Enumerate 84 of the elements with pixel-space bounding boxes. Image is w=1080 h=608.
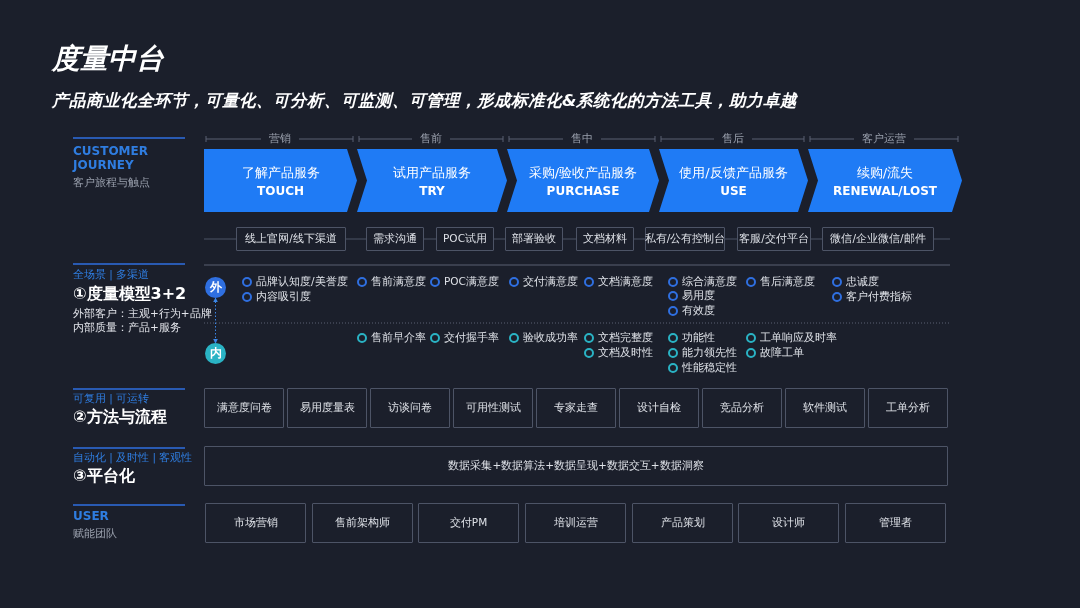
outer-badge: 外 bbox=[205, 277, 226, 298]
journey-stage-banner bbox=[507, 149, 659, 212]
metric-label: 忠诚度 bbox=[846, 275, 879, 289]
stage-subtitle: RENEWAL/LOST bbox=[833, 183, 937, 198]
metric-label: 功能性 bbox=[682, 331, 715, 345]
process-box: 客服/交付平台 bbox=[737, 227, 811, 251]
metric-label: POC满意度 bbox=[444, 275, 499, 289]
inner-badge: 内 bbox=[205, 343, 226, 364]
metric-label: 交付满意度 bbox=[523, 275, 578, 289]
process-box: 可用性测试 bbox=[453, 388, 533, 428]
process-box: 满意度问卷 bbox=[204, 388, 284, 428]
stage-subtitle: USE bbox=[720, 183, 747, 198]
metric-label: 故障工单 bbox=[760, 346, 804, 360]
phase-label: 客户运营 bbox=[854, 131, 914, 146]
journey-stage-banner bbox=[357, 149, 507, 212]
metric-label: 文档及时性 bbox=[598, 346, 653, 360]
metric-label: 售前早介率 bbox=[371, 331, 426, 345]
process-box: 售前架构师 bbox=[312, 503, 413, 543]
section-note: 赋能团队 bbox=[73, 527, 117, 541]
metric-label: 易用度 bbox=[682, 289, 715, 303]
phase-label: 营销 bbox=[260, 131, 299, 146]
stage-title: 了解产品服务 bbox=[241, 163, 320, 182]
metric-label: 能力领先性 bbox=[682, 346, 737, 360]
phase-label: 售前 bbox=[412, 131, 450, 146]
process-box: 易用度量表 bbox=[287, 388, 367, 428]
section-tag: 可复用 | 可运转 bbox=[73, 392, 150, 406]
connector-line bbox=[213, 297, 218, 344]
process-box: 私有/公有控制台 bbox=[645, 227, 725, 251]
metric-label: 性能稳定性 bbox=[682, 361, 737, 375]
metric-label: 交付握手率 bbox=[444, 331, 499, 345]
section-heading: USER bbox=[73, 509, 110, 523]
phase-label: 售后 bbox=[713, 131, 752, 146]
metric-label: 客户付费指标 bbox=[846, 290, 912, 304]
section-tag: 全场景 | 多渠道 bbox=[73, 268, 150, 282]
process-box: 访谈问卷 bbox=[370, 388, 450, 428]
process-box: 数据采集+数据算法+数据呈现+数据交互+数据洞察 bbox=[204, 446, 948, 486]
process-box: POC试用 bbox=[436, 227, 494, 251]
journey-stage-banner bbox=[204, 149, 357, 212]
stage-title: 试用产品服务 bbox=[393, 163, 471, 182]
journey-stage-banner bbox=[808, 149, 962, 212]
phase-label: 售中 bbox=[563, 131, 601, 146]
process-box: 专家走查 bbox=[536, 388, 616, 428]
subtitle: 产品商业化全环节，可量化、可分析、可监测、可管理，形成标准化&系统化的方法工具，助力卓越 bbox=[52, 90, 798, 112]
process-box: 管理者 bbox=[845, 503, 946, 543]
metric-label: 验收成功率 bbox=[523, 331, 578, 345]
process-box: 产品策划 bbox=[632, 503, 733, 543]
stage-title: 使用/反馈产品服务 bbox=[679, 163, 788, 182]
stage-title: 续购/流失 bbox=[856, 163, 914, 182]
section-note: 客户旅程与触点 bbox=[73, 176, 150, 190]
stage-subtitle: TRY bbox=[419, 183, 445, 198]
process-box: 软件测试 bbox=[785, 388, 865, 428]
metric-label: 综合满意度 bbox=[682, 275, 737, 289]
process-box: 市场营销 bbox=[205, 503, 306, 543]
process-box: 文档材料 bbox=[576, 227, 634, 251]
process-box: 部署验收 bbox=[505, 227, 563, 251]
section-note: 内部质量：产品+服务 bbox=[73, 321, 181, 335]
metric-label: 售后满意度 bbox=[760, 275, 815, 289]
process-box: 交付PM bbox=[418, 503, 519, 543]
process-box: 线上官网/线下渠道 bbox=[236, 227, 346, 251]
process-box: 设计自检 bbox=[619, 388, 699, 428]
process-box: 竞品分析 bbox=[702, 388, 782, 428]
stage-title: 采购/验收产品服务 bbox=[528, 163, 638, 182]
metric-label: 品牌认知度/美誉度 bbox=[256, 275, 348, 289]
stage-subtitle: TOUCH bbox=[257, 183, 304, 198]
process-box: 培训运营 bbox=[525, 503, 626, 543]
section-note: 外部客户：主观+行为+品牌 bbox=[73, 307, 212, 321]
section-tag: 自动化 | 及时性 | 客观性 bbox=[73, 451, 193, 465]
section-heading: ①度量模型3+2 bbox=[73, 284, 187, 305]
section-heading: CUSTOMER JOURNEY bbox=[73, 144, 149, 172]
metric-label: 有效度 bbox=[682, 304, 715, 318]
process-box: 需求沟通 bbox=[366, 227, 424, 251]
metric-label: 内容吸引度 bbox=[256, 290, 311, 304]
page-title: 度量中台 bbox=[52, 41, 164, 77]
metric-label: 售前满意度 bbox=[371, 275, 426, 289]
process-box: 微信/企业微信/邮件 bbox=[822, 227, 934, 251]
section-heading: ②方法与流程 bbox=[73, 407, 167, 428]
section-heading: ③平台化 bbox=[73, 466, 135, 487]
metric-label: 文档满意度 bbox=[598, 275, 653, 289]
metric-label: 文档完整度 bbox=[598, 331, 653, 345]
stage-subtitle: PURCHASE bbox=[546, 183, 620, 198]
journey-stage-banner bbox=[659, 149, 808, 212]
process-box: 设计师 bbox=[738, 503, 839, 543]
process-box: 工单分析 bbox=[868, 388, 948, 428]
metric-label: 工单响应及时率 bbox=[760, 331, 837, 345]
